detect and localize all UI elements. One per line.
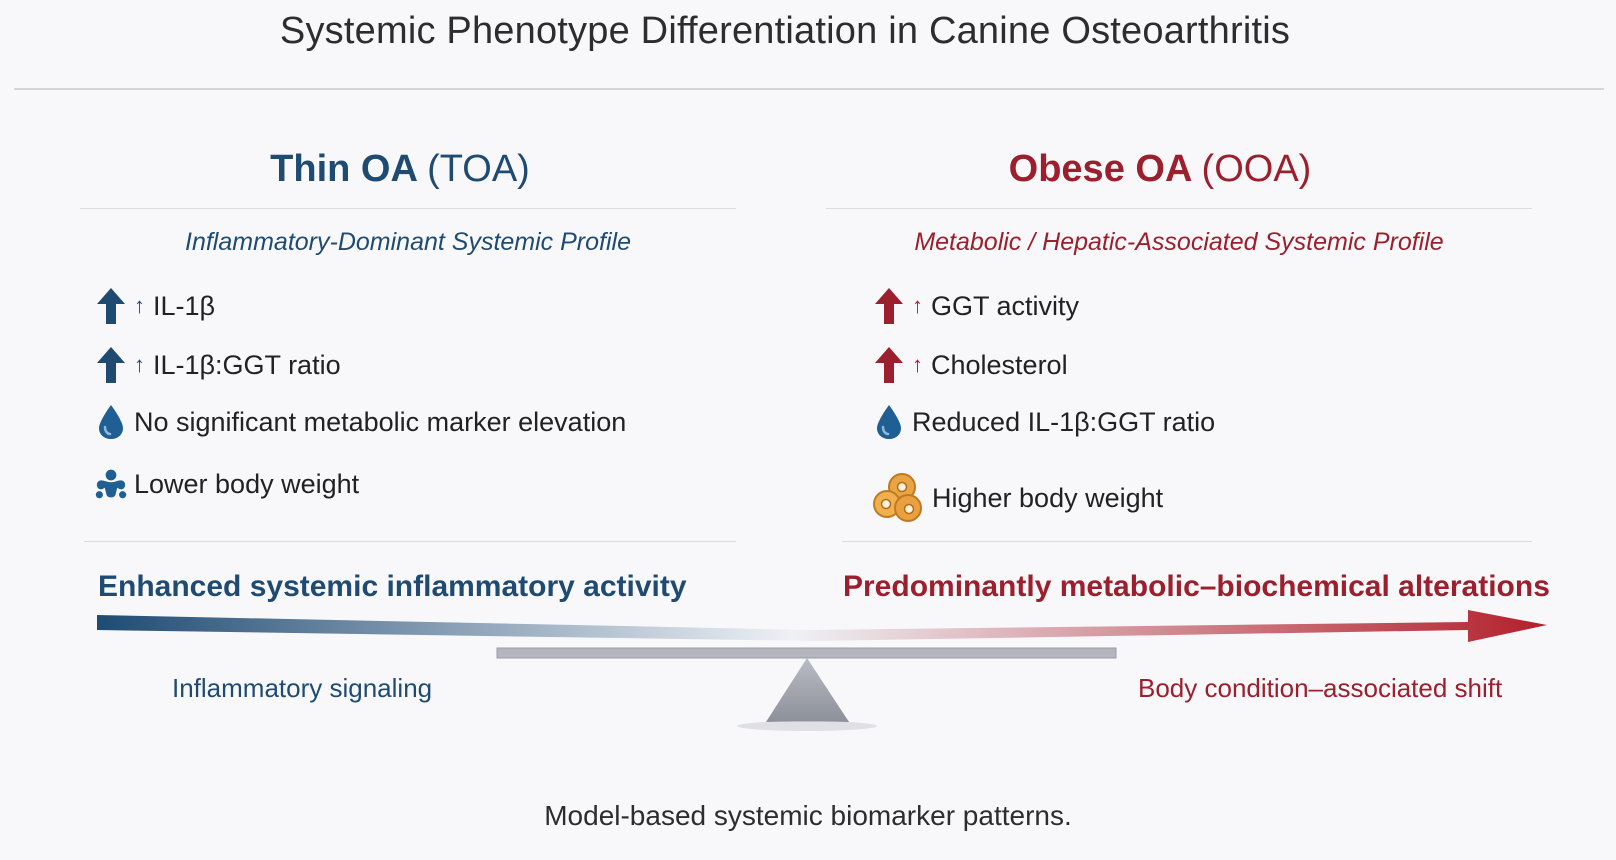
thin-oa-profile: Inflammatory-Dominant Systemic Profile [185,228,631,256]
thin-oa-summary: Enhanced systemic inflammatory activity [98,570,687,603]
left-item-il1b: ↑ IL-1β [94,284,215,328]
right-item-cholesterol: ↑ Cholesterol [872,343,1068,387]
increase-arrow: ↑ [134,352,145,377]
fat-cells-icon [872,472,926,524]
droplet-icon [94,402,128,442]
page-title: Systemic Phenotype Differentiation in Ca… [279,10,1291,52]
obese-oa-heading-main: Obese OA [1008,148,1191,190]
right-bottom-divider [842,541,1532,542]
increase-arrow: ↑ [912,293,923,318]
item-label: IL-1β:GGT ratio [153,349,341,380]
increase-arrow: ↑ [134,293,145,318]
item-label: IL-1β [153,290,216,321]
title-divider [14,88,1604,90]
up-arrow-icon [872,345,906,385]
up-arrow-icon [872,286,906,326]
increase-arrow: ↑ [912,352,923,377]
right-item-ggt: ↑ GGT activity [872,284,1079,328]
figure-caption: Model-based systemic biomarker patterns. [544,800,1072,831]
item-label: Cholesterol [931,349,1068,380]
thin-oa-heading-main: Thin OA [270,148,417,190]
right-top-divider [826,208,1532,209]
up-arrow-icon [94,286,128,326]
obese-oa-summary: Predominantly metabolic–biochemical alte… [843,570,1550,603]
body-condition-shift-label: Body condition–associated shift [1138,673,1503,703]
slim-figure-icon [94,464,128,504]
seesaw-fulcrum [766,658,849,722]
obese-oa-profile: Metabolic / Hepatic-Associated Systemic … [914,228,1444,256]
right-item-higher-weight: Higher body weight [872,473,1164,522]
item-label: Lower body weight [134,468,360,499]
item-label: Higher body weight [932,482,1164,513]
left-item-il1b-ggt-ratio: ↑ IL-1β:GGT ratio [94,343,341,387]
obese-oa-heading-abbr: (OOA) [1201,148,1312,190]
item-label: Reduced IL-1β:GGT ratio [912,406,1216,437]
gradient-arrow [97,610,1547,642]
obese-oa-heading: Obese OA (OOA) [830,148,1490,191]
left-item-lower-weight: Lower body weight [94,462,359,506]
left-bottom-divider [84,541,736,542]
right-item-reduced-ratio: Reduced IL-1β:GGT ratio [872,400,1215,444]
inflammatory-signaling-label: Inflammatory signaling [172,673,433,703]
droplet-icon [872,402,906,442]
left-item-no-metabolic: No significant metabolic marker elevatio… [94,400,626,444]
balance-scale-graphic [97,610,1547,731]
item-label: No significant metabolic marker elevatio… [134,406,627,437]
item-label: GGT activity [931,290,1080,321]
thin-oa-heading: Thin OA (TOA) [80,148,720,191]
thin-oa-heading-abbr: (TOA) [427,148,530,190]
seesaw-beam [496,647,1117,659]
up-arrow-icon [94,345,128,385]
left-top-divider [80,208,736,209]
